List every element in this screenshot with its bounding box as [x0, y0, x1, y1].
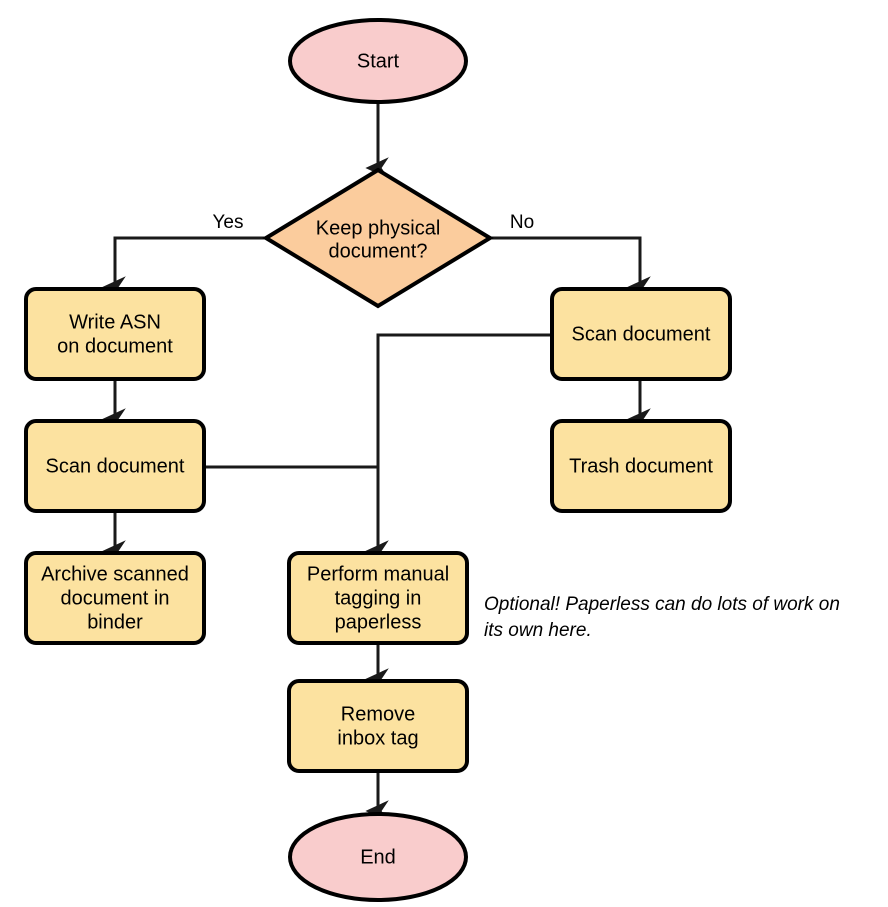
- archive-label-line2: document in: [61, 587, 170, 609]
- edge-label-no: No: [510, 212, 534, 233]
- scan-document-left-box: [24, 419, 206, 513]
- scan-document-right-box: [550, 287, 732, 381]
- annotation-optional-note: Optional! Paperless can do lots of work …: [484, 594, 840, 641]
- end-label: End: [360, 846, 396, 868]
- edge-scan-right-to-tagging: [365, 333, 552, 562]
- decision-label-line2: document?: [329, 240, 428, 262]
- node-scan-document-left[interactable]: Scan document: [24, 419, 206, 513]
- tagging-box: [287, 551, 469, 645]
- node-perform-manual-tagging[interactable]: Perform manual tagging in paperless: [287, 551, 469, 645]
- write-asn-box: [24, 287, 206, 381]
- trash-document-label: Trash document: [569, 455, 713, 477]
- tagging-label-line1: Perform manual: [307, 563, 449, 585]
- tagging-label-line3: paperless: [335, 611, 422, 633]
- start-label: Start: [357, 50, 400, 72]
- write-asn-label-line2: on document: [57, 335, 173, 357]
- node-archive-scanned-document[interactable]: Archive scanned document in binder: [24, 551, 206, 645]
- write-asn-label-line1: Write ASN: [69, 311, 161, 333]
- edge-label-yes: Yes: [213, 212, 244, 233]
- node-keep-physical-document-decision[interactable]: Keep physical document?: [262, 167, 494, 309]
- remove-inbox-tag-label-line1: Remove: [341, 703, 415, 725]
- edge-decision-to-scan-right: [490, 236, 651, 298]
- end-ellipse: [288, 812, 468, 902]
- scan-document-right-label: Scan document: [572, 323, 711, 345]
- edge-decision-to-write-asn: [102, 236, 266, 298]
- optional-note-line2: its own here.: [484, 620, 592, 641]
- optional-note-line1: Optional! Paperless can do lots of work …: [484, 594, 840, 615]
- archive-box: [24, 551, 206, 645]
- remove-inbox-tag-box: [287, 679, 469, 773]
- remove-inbox-tag-label-line2: inbox tag: [337, 727, 418, 749]
- scan-document-left-label: Scan document: [46, 455, 185, 477]
- node-start[interactable]: Start: [288, 18, 468, 104]
- start-ellipse: [288, 18, 468, 104]
- tagging-label-line2: tagging in: [335, 587, 422, 609]
- trash-document-box: [550, 419, 732, 513]
- node-write-asn-on-document[interactable]: Write ASN on document: [24, 287, 206, 381]
- node-remove-inbox-tag[interactable]: Remove inbox tag: [287, 679, 469, 773]
- node-trash-document[interactable]: Trash document: [550, 419, 732, 513]
- decision-diamond: [262, 167, 494, 309]
- decision-label-line1: Keep physical: [316, 217, 441, 239]
- node-end[interactable]: End: [288, 812, 468, 902]
- archive-label-line3: binder: [87, 611, 143, 633]
- node-scan-document-right[interactable]: Scan document: [550, 287, 732, 381]
- archive-label-line1: Archive scanned: [41, 563, 189, 585]
